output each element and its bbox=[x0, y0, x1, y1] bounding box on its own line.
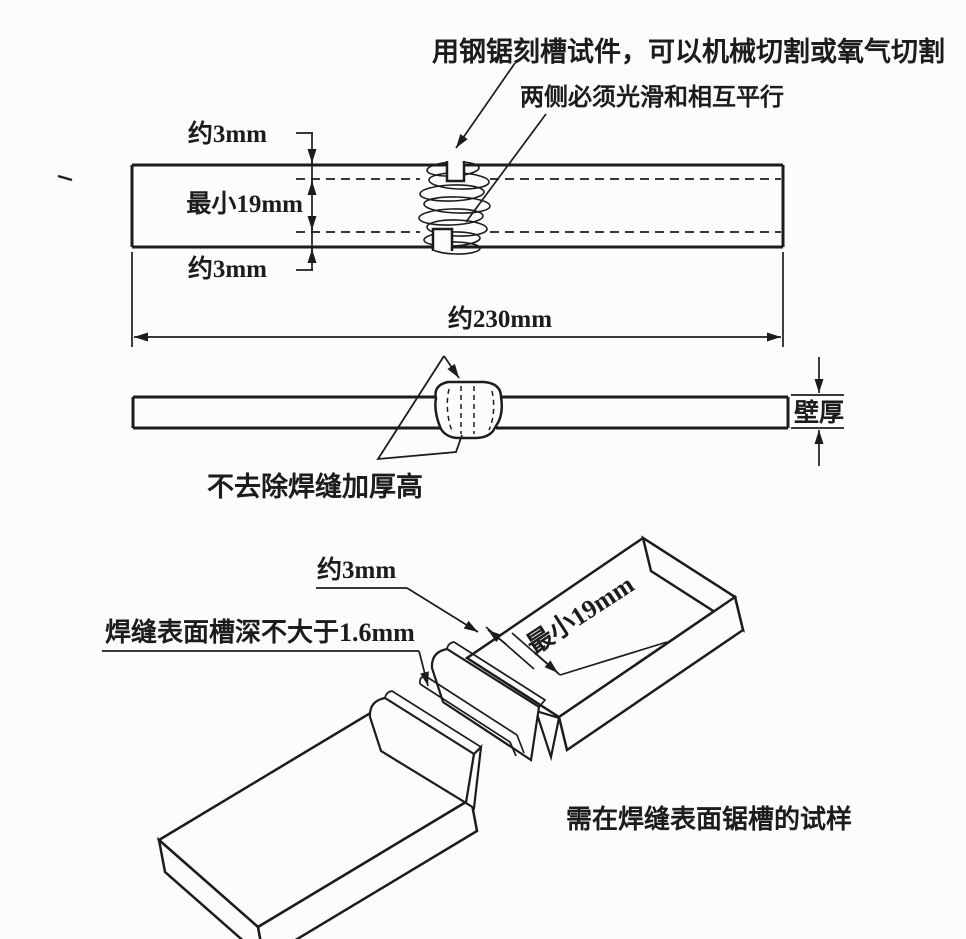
weld-bead-hidden-lines bbox=[446, 386, 495, 434]
edge-notch-top-dim-label: 约3mm bbox=[188, 120, 267, 148]
iso-left-slab bbox=[156, 710, 479, 939]
side-view: 壁厚 不去除焊缝加厚高 bbox=[131, 355, 844, 502]
iso-right-edge-notch bbox=[534, 709, 561, 762]
top-annotations: 用钢锯刻槽试件，可以机械切割或氧气切割 两侧必须光滑和相互平行 bbox=[432, 36, 945, 223]
iso-notch-leader-line bbox=[406, 587, 479, 633]
iso-left-rib-end-face bbox=[464, 743, 483, 810]
length-dim-label: 约230mm bbox=[448, 305, 552, 333]
parallel-note-label: 两侧必须光滑和相互平行 bbox=[520, 83, 784, 111]
edge-notch-bottom-dim-label: 约3mm bbox=[188, 255, 267, 283]
reinforcement-note-label: 不去除焊缝加厚高 bbox=[207, 471, 423, 502]
iso-left-rib-top-edge bbox=[384, 690, 483, 755]
reinforcement-callout bbox=[376, 355, 463, 461]
min-width-dashed-lines bbox=[296, 178, 781, 233]
iso-notch-callout: 约3mm bbox=[316, 556, 479, 633]
iso-groove-note-label: 焊缝表面槽深不大于1.6mm bbox=[105, 617, 415, 647]
iso-groove-callout: 焊缝表面槽深不大于1.6mm bbox=[102, 617, 429, 687]
iso-left-weld-rib bbox=[368, 690, 483, 810]
wall-thickness-dimension bbox=[791, 357, 844, 466]
length-dimension bbox=[131, 252, 784, 347]
min-width-dim-label: 最小19mm bbox=[186, 190, 303, 218]
iso-right-slab-side-face bbox=[557, 594, 745, 753]
plan-view: 约3mm 最小19mm 约3mm 约230mm bbox=[130, 120, 785, 347]
iso-left-slab-side-face bbox=[256, 797, 479, 939]
wall-thickness-label: 壁厚 bbox=[794, 398, 844, 427]
weld-bead-side bbox=[434, 380, 504, 440]
side-strip-outline bbox=[131, 395, 790, 430]
saw-note-label: 用钢锯刻槽试件，可以机械切割或氧气切割 bbox=[432, 36, 945, 67]
iso-left-rib-face bbox=[368, 696, 476, 805]
saw-notch-top-clear bbox=[447, 157, 464, 181]
parallel-note-leader-line bbox=[465, 113, 547, 223]
iso-left-slab-end-face bbox=[157, 836, 262, 939]
iso-view: 约3mm 焊缝表面槽深不大于1.6mm 最小19mm 需在焊缝表面锯槽的试样 bbox=[102, 535, 852, 939]
iso-weld-surface-groove bbox=[419, 675, 525, 757]
saw-notch-top bbox=[445, 161, 466, 183]
saw-notch-bottom bbox=[431, 227, 454, 251]
iso-right-slab bbox=[464, 535, 745, 762]
iso-right-rib-top-edge bbox=[446, 641, 547, 708]
iso-caption-label: 需在焊缝表面锯槽的试样 bbox=[566, 804, 852, 834]
saw-note-leader-line bbox=[455, 62, 516, 149]
stray-mark bbox=[57, 174, 73, 182]
width-dimension-chain bbox=[296, 132, 317, 271]
plan-outline bbox=[130, 163, 785, 249]
saw-notch-bottom-clear bbox=[433, 229, 452, 250]
iso-groove-leader-line bbox=[418, 650, 429, 687]
reinforcement-callout-arrow bbox=[443, 355, 460, 379]
iso-notch-dim-label: 约3mm bbox=[317, 556, 396, 584]
reinforcement-callout-flag bbox=[376, 355, 463, 461]
